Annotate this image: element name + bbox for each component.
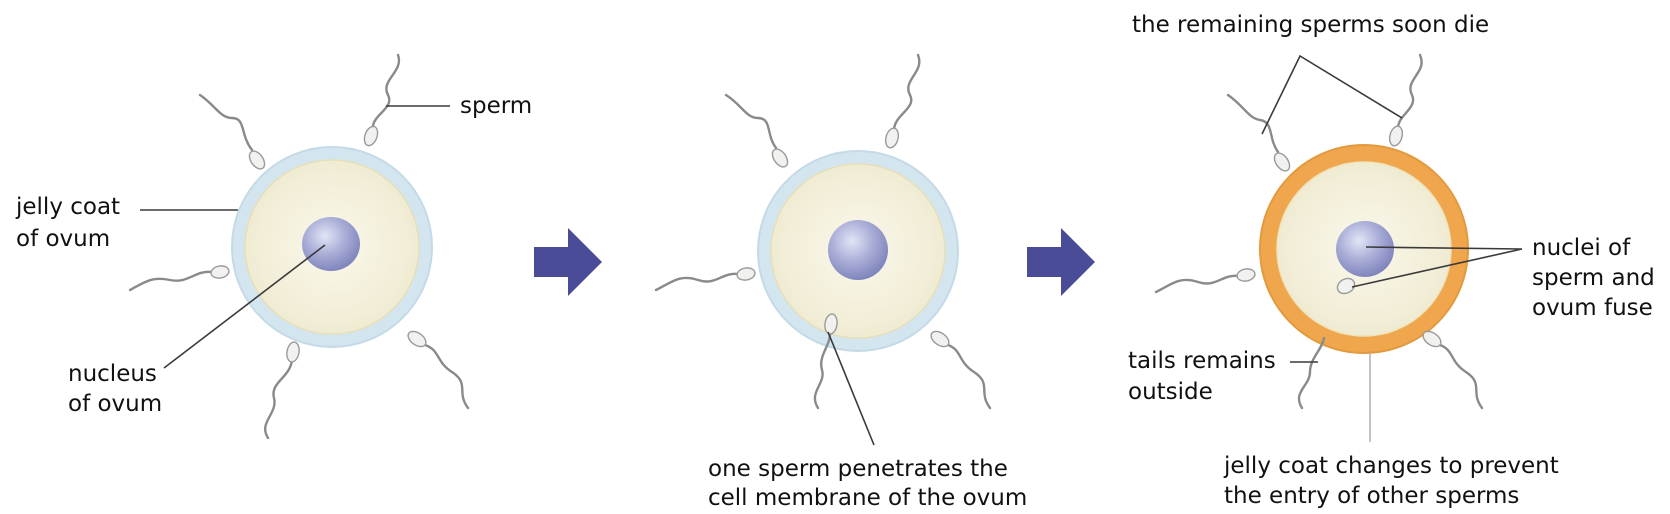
sperm-1d bbox=[264, 341, 300, 440]
label-remaining-sperms: the remaining sperms soon die bbox=[1132, 12, 1489, 38]
sperm-3a bbox=[1226, 93, 1291, 172]
label-tails-line1: tails remains bbox=[1128, 348, 1276, 374]
label-jelly-coat-line1: jelly coat bbox=[15, 194, 120, 220]
ovum-nucleus-3 bbox=[1336, 221, 1394, 277]
remaining-sperms-leader bbox=[1261, 54, 1403, 135]
label-penetrates-line1: one sperm penetrates the bbox=[708, 456, 1008, 482]
label-nucleus-line2: of ovum bbox=[68, 391, 162, 417]
penetrates-leader bbox=[827, 331, 875, 446]
panel-2-sperm-penetrates: one sperm penetrates the cell membrane o… bbox=[654, 53, 1027, 511]
sperm-2e bbox=[930, 330, 992, 410]
tail-remaining-outside bbox=[1297, 336, 1326, 410]
right-arrow-icon bbox=[1027, 228, 1095, 296]
sperm-1c bbox=[128, 265, 230, 292]
sperm-2c bbox=[654, 267, 756, 292]
sperm-2b bbox=[724, 93, 789, 168]
label-penetrates-line2: cell membrane of the ovum bbox=[708, 485, 1027, 511]
nucleus-leader bbox=[163, 244, 326, 369]
label-jelly-change-line1: jelly coat changes to prevent bbox=[1223, 453, 1559, 479]
panel-1-ovum-with-sperms: sperm jelly coat of ovum nucleus of ovum bbox=[15, 53, 532, 440]
nuclei-fuse-leader bbox=[1351, 246, 1523, 288]
ovum-nucleus-2 bbox=[828, 220, 888, 280]
label-jelly-coat-line2: of ovum bbox=[16, 226, 110, 252]
right-arrow-icon bbox=[534, 228, 602, 296]
ovum-nucleus-1 bbox=[302, 217, 360, 271]
label-nuclei-line1: nuclei of bbox=[1532, 235, 1631, 261]
label-nuclei-line3: ovum fuse bbox=[1532, 295, 1653, 321]
label-sperm: sperm bbox=[460, 93, 532, 119]
panel-3-nuclei-fuse: the remaining sperms soon die nuclei of … bbox=[1128, 12, 1655, 509]
sperm-1a bbox=[363, 53, 401, 147]
sperm-3c bbox=[1154, 268, 1256, 294]
label-nuclei-line2: sperm and bbox=[1532, 265, 1655, 291]
label-nucleus-line1: nucleus bbox=[68, 361, 157, 387]
sperm-1b bbox=[198, 93, 266, 170]
label-jelly-change-line2: the entry of other sperms bbox=[1224, 483, 1519, 509]
sperm-nucleus-3 bbox=[1336, 277, 1356, 295]
label-tails-line2: outside bbox=[1128, 379, 1213, 405]
sperm-3b bbox=[1388, 53, 1423, 147]
sperm-2a bbox=[884, 53, 921, 149]
sperm-3e bbox=[1422, 330, 1484, 410]
sperm-1e bbox=[407, 330, 470, 410]
